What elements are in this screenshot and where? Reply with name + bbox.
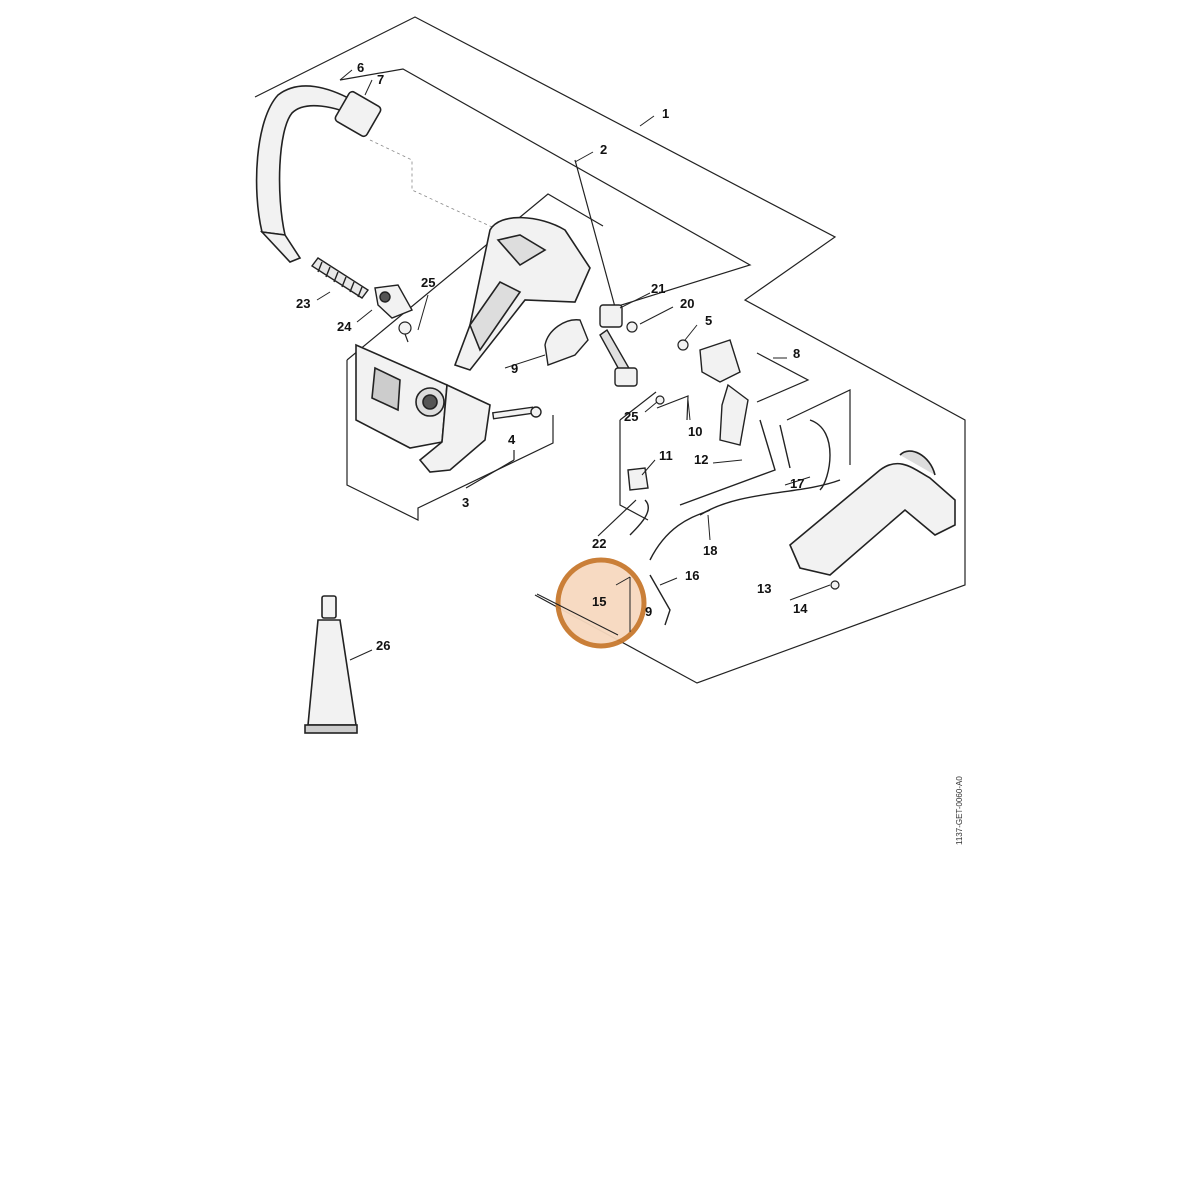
callout-3: 3 (462, 495, 469, 510)
buffer-part (374, 284, 414, 319)
callout-25-top: 25 (421, 275, 435, 290)
callout-5: 5 (705, 313, 712, 328)
callout-20: 20 (680, 296, 694, 311)
callout-11: 11 (659, 448, 673, 463)
handle-cover-part (789, 450, 956, 576)
callout-12: 12 (694, 452, 708, 467)
document-code: 1137-GET-0060-A0 (955, 775, 975, 845)
callout-15: 15 (592, 594, 606, 609)
callout-9-trigger: 9 (511, 361, 518, 376)
callout-16: 16 (685, 568, 699, 583)
handle-housing-part (355, 343, 491, 473)
document-code-text: 1137-GET-0060-A0 (955, 776, 964, 845)
interlock-lever-part (699, 339, 749, 446)
callout-26: 26 (376, 638, 390, 653)
trigger-part (544, 319, 589, 366)
leader-lines (316, 69, 831, 661)
part-15-highlight[interactable] (536, 557, 647, 649)
long-screw-part (491, 406, 542, 420)
handle-bar-part (255, 85, 382, 263)
spring-part (310, 257, 370, 299)
callout-24: 24 (337, 319, 352, 334)
callout-21: 21 (651, 281, 665, 296)
callout-18: 18 (703, 543, 717, 558)
screw-part (398, 321, 412, 343)
callout-6: 6 (357, 60, 364, 75)
callout-17: 17 (790, 476, 804, 491)
callout-22: 22 (592, 536, 606, 551)
callout-2: 2 (600, 142, 607, 157)
small-screw-part (626, 321, 840, 590)
callout-4: 4 (508, 432, 516, 447)
callout-9-lower: 9 (645, 604, 652, 619)
callout-14: 14 (793, 601, 808, 616)
grease-tube-part (304, 595, 358, 734)
assembly-frame-lines (254, 16, 966, 684)
callout-25-lower: 25 (624, 409, 638, 424)
callout-13: 13 (757, 581, 771, 596)
rear-handle-frame-part (453, 216, 591, 371)
callout-7: 7 (377, 72, 384, 87)
dashed-guide-lines (369, 139, 506, 234)
spring-holder-part (599, 304, 638, 387)
callout-1: 1 (662, 106, 669, 121)
callout-labels: 6 7 1 2 21 20 5 8 23 24 25 9 25 10 4 11 … (296, 60, 808, 653)
callout-23: 23 (296, 296, 310, 311)
callout-8: 8 (793, 346, 800, 361)
switch-and-wires-part (627, 419, 841, 626)
callout-10: 10 (688, 424, 702, 439)
